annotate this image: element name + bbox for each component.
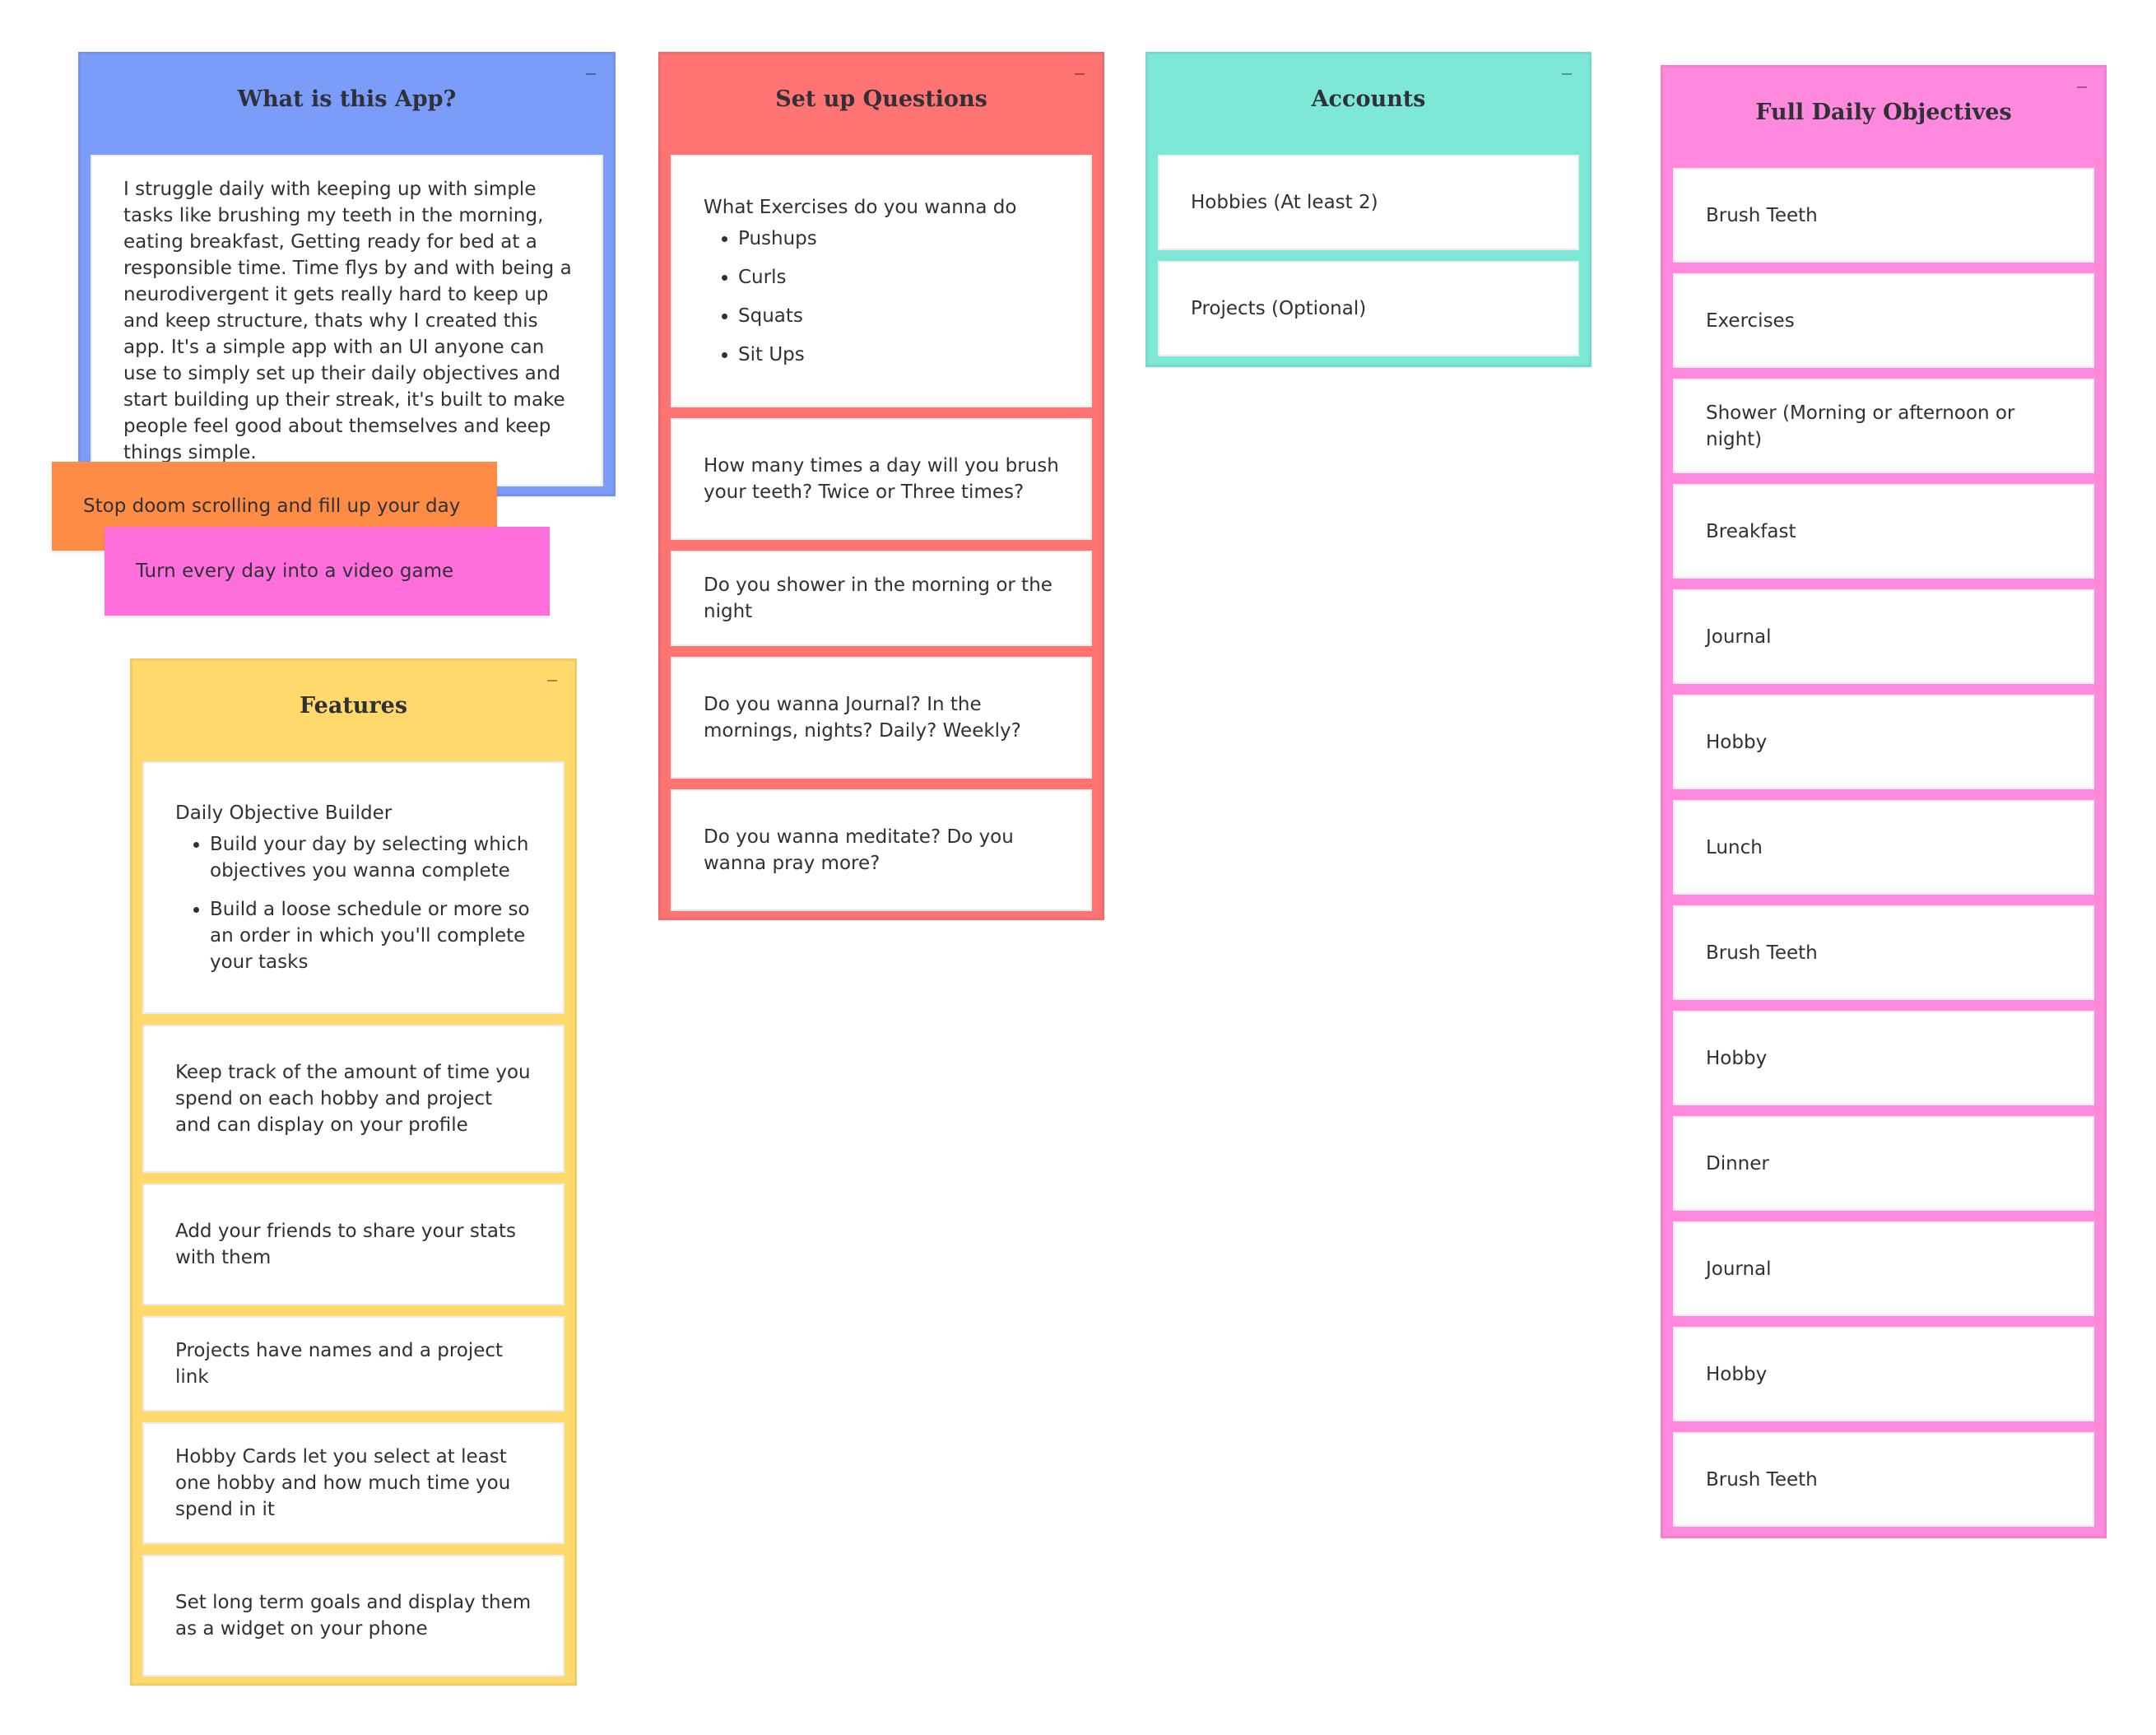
minimize-icon[interactable] <box>1556 66 1578 82</box>
sticker-video-game[interactable]: Turn every day into a video game <box>105 527 550 616</box>
about-text: I struggle daily with keeping up with si… <box>123 178 572 463</box>
accounts-column[interactable]: Accounts Hobbies (At least 2) Projects (… <box>1145 52 1591 367</box>
accounts-column-header: Accounts <box>1148 54 1589 155</box>
column-title: Features <box>299 692 408 719</box>
questions-column[interactable]: Set up Questions What Exercises do you w… <box>658 52 1104 920</box>
feature-card[interactable]: Set long term goals and display them as … <box>142 1555 565 1677</box>
account-card-projects[interactable]: Projects (Optional) <box>1158 261 1579 356</box>
card-heading: Daily Objective Builder <box>175 802 393 824</box>
card-text: Exercises <box>1706 309 1795 332</box>
objectives-column-header: Full Daily Objectives <box>1663 67 2104 168</box>
objective-card[interactable]: Brush Teeth <box>1673 168 2094 263</box>
card-text: Breakfast <box>1706 520 1796 542</box>
objective-card[interactable]: Breakfast <box>1673 484 2094 579</box>
card-text: Shower (Morning or afternoon or night) <box>1706 402 2015 450</box>
list-item: Pushups <box>738 226 1059 252</box>
objective-card[interactable]: Dinner <box>1673 1116 2094 1211</box>
feature-card[interactable]: Hobby Cards let you select at least one … <box>142 1422 565 1544</box>
exercise-question-card[interactable]: What Exercises do you wanna do Pushups C… <box>671 155 1092 407</box>
features-column[interactable]: Features Daily Objective Builder Build y… <box>130 658 577 1686</box>
card-text: Projects (Optional) <box>1191 298 1367 319</box>
feature-card-builder[interactable]: Daily Objective Builder Build your day b… <box>142 761 565 1014</box>
objective-card[interactable]: Brush Teeth <box>1673 905 2094 1000</box>
list-item: Sit Ups <box>738 342 1059 368</box>
card-text: Hobbies (At least 2) <box>1191 192 1378 213</box>
minimize-icon[interactable] <box>1069 66 1090 82</box>
builder-list: Build your day by selecting which object… <box>175 831 532 975</box>
sticker-text: Stop doom scrolling and fill up your day <box>83 495 461 517</box>
objective-card[interactable]: Exercises <box>1673 273 2094 368</box>
objective-card[interactable]: Hobby <box>1673 1011 2094 1105</box>
objective-card[interactable]: Lunch <box>1673 800 2094 895</box>
card-text: Journal <box>1706 626 1772 648</box>
card-text: Projects have names and a project link <box>175 1340 504 1388</box>
about-card[interactable]: I struggle daily with keeping up with si… <box>91 155 603 486</box>
objective-card[interactable]: Journal <box>1673 1221 2094 1316</box>
card-text: Hobby <box>1706 731 1768 753</box>
card-text: Brush Teeth <box>1706 1468 1818 1491</box>
question-card[interactable]: Do you wanna meditate? Do you wanna pray… <box>671 789 1092 911</box>
list-item: Squats <box>738 303 1059 329</box>
card-text: Hobby <box>1706 1047 1768 1069</box>
list-item: Curls <box>738 264 1059 291</box>
card-text: Keep track of the amount of time you spe… <box>175 1062 531 1136</box>
card-text: How many times a day will you brush your… <box>704 455 1059 503</box>
card-heading: What Exercises do you wanna do <box>704 197 1017 218</box>
objective-card[interactable]: Shower (Morning or afternoon or night) <box>1673 379 2094 473</box>
about-column-header: What is this App? <box>81 54 613 155</box>
objective-card[interactable]: Journal <box>1673 589 2094 684</box>
list-item: Build a loose schedule or more so an ord… <box>210 896 532 975</box>
question-card[interactable]: How many times a day will you brush your… <box>671 418 1092 540</box>
sticker-text: Turn every day into a video game <box>136 561 454 582</box>
feature-card[interactable]: Projects have names and a project link <box>142 1316 565 1412</box>
feature-card[interactable]: Keep track of the amount of time you spe… <box>142 1025 565 1173</box>
column-title: Full Daily Objectives <box>1755 99 2012 125</box>
feature-card[interactable]: Add your friends to share your stats wit… <box>142 1184 565 1305</box>
card-text: Hobby <box>1706 1363 1768 1385</box>
card-text: Hobby Cards let you select at least one … <box>175 1446 511 1520</box>
minimize-icon[interactable] <box>580 66 602 82</box>
account-card-hobbies[interactable]: Hobbies (At least 2) <box>1158 155 1579 250</box>
column-title: Accounts <box>1311 86 1426 112</box>
list-item: Build your day by selecting which object… <box>210 831 532 884</box>
card-text: Do you wanna Journal? In the mornings, n… <box>704 694 1021 742</box>
objective-card[interactable]: Hobby <box>1673 695 2094 789</box>
card-text: Journal <box>1706 1258 1772 1280</box>
question-card[interactable]: Do you wanna Journal? In the mornings, n… <box>671 657 1092 779</box>
objective-card[interactable]: Brush Teeth <box>1673 1432 2094 1527</box>
card-text: Set long term goals and display them as … <box>175 1592 532 1640</box>
card-text: Lunch <box>1706 836 1763 858</box>
objectives-column[interactable]: Full Daily Objectives Brush Teeth Exerci… <box>1661 65 2107 1538</box>
card-text: Brush Teeth <box>1706 204 1818 226</box>
card-text: Brush Teeth <box>1706 942 1818 964</box>
minimize-icon[interactable] <box>541 672 563 689</box>
question-card[interactable]: Do you shower in the morning or the nigh… <box>671 551 1092 646</box>
features-column-header: Features <box>132 661 574 761</box>
card-text: Do you shower in the morning or the nigh… <box>704 574 1052 622</box>
objective-card[interactable]: Hobby <box>1673 1327 2094 1421</box>
questions-column-header: Set up Questions <box>661 54 1102 155</box>
column-title: Set up Questions <box>775 86 987 112</box>
card-text: Add your friends to share your stats wit… <box>175 1221 517 1268</box>
column-title: What is this App? <box>237 86 457 112</box>
exercise-list: Pushups Curls Squats Sit Ups <box>704 226 1059 368</box>
card-text: Do you wanna meditate? Do you wanna pray… <box>704 826 1014 874</box>
minimize-icon[interactable] <box>2071 79 2093 95</box>
about-column[interactable]: What is this App? I struggle daily with … <box>78 52 616 496</box>
card-text: Dinner <box>1706 1152 1769 1174</box>
